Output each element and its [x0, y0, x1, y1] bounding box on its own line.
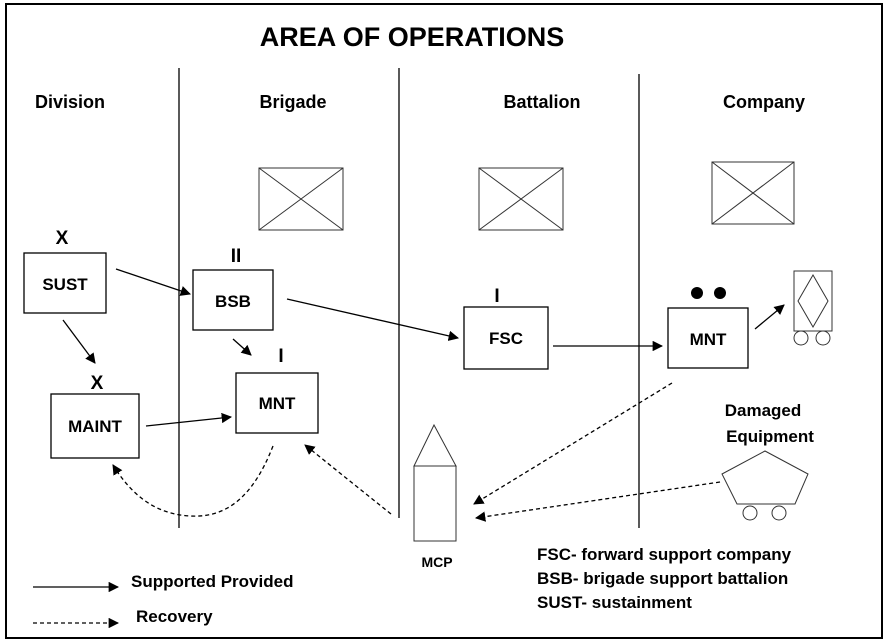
mcp-tower-icon	[413, 423, 457, 542]
two-dots-icon	[691, 287, 726, 299]
arrow-maint-to-mnt	[145, 412, 233, 427]
arrow-sust-to-maint	[62, 319, 96, 364]
wheeled-vehicle-icon	[793, 270, 833, 346]
column-header-company: Company	[723, 92, 805, 112]
bsb-echelon-marker: II	[231, 246, 242, 267]
damaged-equipment-label-line2: Equipment	[726, 427, 814, 446]
arrow-bsb-to-fsc	[286, 298, 460, 341]
sust-box	[23, 252, 107, 314]
sust-echelon-marker: X	[56, 228, 69, 249]
fsc-label: FSC	[489, 329, 523, 348]
maint-echelon-marker: X	[91, 373, 104, 394]
company-unit-symbol-icon	[711, 161, 795, 225]
mnt-brigade-label: MNT	[259, 394, 296, 413]
battalion-unit-symbol-icon	[478, 167, 564, 231]
legend-recovery-label: Recovery	[136, 607, 213, 626]
maint-box	[50, 393, 140, 459]
mnt-company-label: MNT	[690, 330, 727, 349]
pentagon-vehicle-icon	[721, 450, 809, 521]
maint-label: MAINT	[68, 417, 122, 436]
arrow-bsb-to-mnt	[232, 338, 252, 356]
arrow-sust-to-bsb	[115, 268, 191, 296]
bsb-label: BSB	[215, 292, 251, 311]
abbreviation-sust: SUST- sustainment	[537, 593, 692, 612]
mcp-label: MCP	[421, 554, 452, 570]
brigade-unit-symbol-icon	[258, 167, 344, 231]
recovery-mcp-to-mnt	[304, 444, 392, 515]
arrow-mnt-to-vehicle	[754, 304, 785, 330]
recovery-mnt-to-mcp	[473, 382, 673, 505]
bsb-box	[192, 269, 274, 331]
abbreviation-bsb: BSB- brigade support battalion	[537, 569, 788, 588]
legend-supported-label: Supported Provided	[131, 572, 293, 591]
column-header-division: Division	[35, 92, 105, 112]
fsc-echelon-marker: I	[494, 286, 499, 307]
column-header-battalion: Battalion	[503, 92, 580, 112]
mnt-brigade-box	[235, 372, 319, 434]
diagram-title: AREA OF OPERATIONS	[260, 22, 565, 52]
sust-label: SUST	[42, 275, 88, 294]
column-header-brigade: Brigade	[259, 92, 326, 112]
mnt-company-box	[667, 307, 749, 369]
recovery-mnt-to-maint	[112, 445, 274, 517]
damaged-equipment-label-line1: Damaged	[725, 401, 802, 420]
recovery-damaged-to-mcp	[474, 481, 721, 522]
abbreviation-fsc: FSC- forward support company	[537, 545, 792, 564]
mnt-brigade-echelon-marker: I	[278, 346, 283, 367]
fsc-box	[463, 306, 549, 370]
